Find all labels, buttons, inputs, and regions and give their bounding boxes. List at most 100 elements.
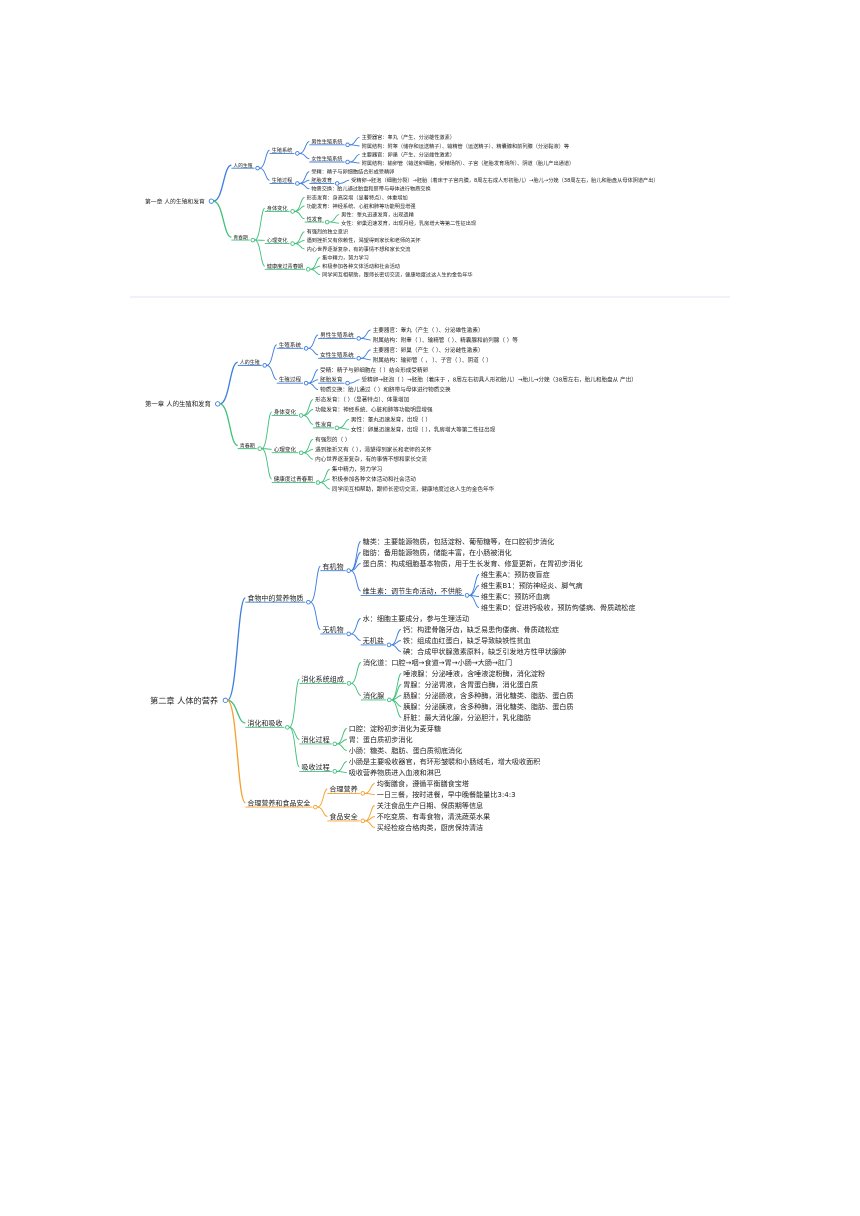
subtopic-label: 无机盐 — [363, 636, 384, 645]
collapse-toggle-icon[interactable] — [360, 791, 366, 796]
collapse-toggle-icon[interactable] — [295, 151, 300, 156]
connector-line — [308, 379, 319, 384]
leaf-label: 受精卵→胚泡（ ）→胚胎（着床于 ，8周左右初具人形初胎儿）→胎儿→分娩（38周… — [362, 376, 637, 384]
connector-line — [294, 243, 305, 250]
collapse-toggle-icon[interactable] — [356, 356, 361, 361]
leaf-label: 功能发育：神经系统、心脏和肺等功能明显增强 — [315, 406, 433, 414]
subtopic-label: 胚胎发育 — [320, 376, 343, 384]
leaf-label: 胃腺：分泌胃液，含胃蛋白酶，消化蛋白质 — [403, 680, 538, 689]
collapse-toggle-icon[interactable] — [303, 380, 309, 386]
collapse-toggle-icon[interactable] — [298, 450, 304, 455]
leaf-label: 受精卵→胚泡（细胞分裂）→胚胎（着床于子宫内膜，8周左右成人形初胎儿）→胎儿→分… — [351, 176, 658, 184]
connector-line — [317, 788, 328, 808]
collapse-toggle-icon[interactable] — [345, 380, 350, 386]
collapse-toggle-icon[interactable] — [257, 446, 262, 451]
connector-line — [309, 565, 321, 603]
collapse-toggle-icon[interactable] — [345, 159, 350, 165]
mind-map-chapter1-answers: 第一章 人的生殖和发育人的生殖生殖系统男性生殖系统主要器官：睾丸（产生、分泌雄性… — [145, 133, 659, 278]
root-label: 第二章 人体的营养 — [150, 695, 218, 705]
connector-line — [303, 448, 314, 454]
collapse-toggle-icon[interactable] — [332, 741, 338, 747]
leaf-label: 消化道：口腔→咽→食道→胃→小肠→大肠→肛门 — [363, 658, 512, 667]
connector-line — [254, 239, 266, 267]
collapse-toggle-icon[interactable] — [315, 480, 321, 485]
collapse-toggle-icon[interactable] — [346, 568, 351, 573]
collapse-toggle-icon[interactable] — [305, 267, 311, 272]
collapse-toggle-icon[interactable] — [306, 599, 311, 605]
topic-label: 有机物 — [322, 562, 343, 571]
leaf-label: 维生素C：预防坏血病 — [481, 592, 550, 601]
leaf-label: 积极参加各种文体活动和社会活动 — [332, 475, 416, 483]
connector-line — [360, 357, 371, 361]
connector-line — [390, 629, 402, 646]
root-label: 第一章 人的生殖和发育 — [145, 399, 212, 408]
collapse-toggle-icon[interactable] — [222, 697, 229, 703]
collapse-toggle-icon[interactable] — [313, 804, 318, 810]
leaf-label: 买经检疫合格肉类，厨房保持清洁 — [377, 823, 483, 832]
connector-line — [360, 329, 371, 339]
subtopic-label: 男性生殖系统 — [311, 137, 342, 145]
leaf-label: 主要器官：卵巢（产生、分泌雌性激素） — [362, 150, 455, 158]
connector-line — [261, 448, 273, 480]
collapse-toggle-icon[interactable] — [290, 241, 295, 246]
topic-label: 身体变化 — [274, 408, 297, 416]
leaf-label: 附属结构：输卵管（输送卵细胞，受精场所）、子宫（胚胎发育场所）、阴道（胎儿产出通… — [362, 159, 575, 167]
connector-line — [329, 214, 340, 223]
leaf-label: 附属结构：附睾（储存和运送精子）、输精管（运送精子）、精囊腺和前列腺（分泌黏液）… — [362, 142, 569, 150]
connector-line — [350, 618, 361, 635]
collapse-toggle-icon[interactable] — [334, 181, 340, 186]
connector-line — [299, 141, 310, 154]
connector-line — [299, 171, 310, 184]
leaf-label: 唾液腺：分泌唾液，含唾液淀粉酶，消化淀粉 — [403, 669, 545, 678]
collapse-toggle-icon[interactable] — [360, 818, 366, 824]
collapse-toggle-icon[interactable] — [332, 769, 338, 774]
connector-line — [213, 164, 232, 202]
connector-line — [336, 770, 347, 773]
subtopic-label: 女性生殖系统 — [311, 155, 342, 163]
collapse-toggle-icon[interactable] — [334, 425, 340, 431]
connector-line — [303, 415, 314, 425]
branch-label: 人的生殖 — [240, 359, 260, 366]
connector-line — [350, 662, 362, 684]
leaf-label: 内心世界逐渐复杂，有的事情不想和家长交流 — [315, 455, 427, 463]
collapse-toggle-icon[interactable] — [215, 401, 221, 407]
collapse-toggle-icon[interactable] — [324, 219, 330, 225]
connector-line — [329, 221, 340, 224]
leaf-label: 肝脏：最大消化腺，分泌胆汁，乳化脂肪 — [403, 713, 531, 722]
collapse-toggle-icon[interactable] — [386, 642, 392, 648]
leaf-label: 有强烈的独立意识 — [307, 228, 349, 236]
collapse-toggle-icon[interactable] — [346, 681, 352, 686]
collapse-toggle-icon[interactable] — [285, 725, 290, 730]
collapse-toggle-icon[interactable] — [356, 336, 361, 341]
leaf-label: 主要器官：卵巢（产生（ ）、分泌雌性激素） — [373, 346, 484, 354]
collapse-toggle-icon[interactable] — [298, 413, 304, 418]
leaf-label: 胃：蛋白质初步消化 — [349, 735, 413, 744]
collapse-toggle-icon[interactable] — [255, 165, 260, 171]
connector-line — [226, 597, 246, 701]
subtopic-label: 消化腺 — [363, 691, 384, 700]
subtopic-label: 胚胎发育 — [311, 176, 332, 184]
leaf-label: 功能发育：神经系统、心脏和肺等功能明显增强 — [307, 202, 416, 210]
connector-line — [303, 452, 314, 460]
collapse-toggle-icon[interactable] — [303, 346, 309, 351]
topic-label: 健康度过青春期 — [274, 475, 314, 483]
leaf-label: 有强烈的（ ） — [315, 435, 350, 443]
leaf-label: 小肠：糖类、脂肪、蛋白质彻底消化 — [349, 746, 463, 755]
collapse-toggle-icon[interactable] — [208, 198, 215, 204]
collapse-toggle-icon[interactable] — [387, 697, 392, 703]
collapse-toggle-icon[interactable] — [464, 593, 470, 598]
topic-label: 合理营养 — [329, 785, 357, 794]
collapse-toggle-icon[interactable] — [290, 209, 295, 214]
connector-line — [227, 699, 246, 724]
collapse-toggle-icon[interactable] — [346, 631, 351, 637]
connector-line — [266, 344, 277, 366]
collapse-toggle-icon[interactable] — [262, 363, 267, 368]
connector-line — [226, 699, 246, 804]
connector-line — [294, 239, 305, 245]
leaf-label: 形态发育：身高突增（显著特点）、体重增加 — [307, 193, 408, 201]
connector-line — [308, 347, 319, 356]
collapse-toggle-icon[interactable] — [295, 181, 300, 186]
collapse-toggle-icon[interactable] — [250, 237, 256, 243]
collapse-toggle-icon[interactable] — [345, 142, 350, 148]
